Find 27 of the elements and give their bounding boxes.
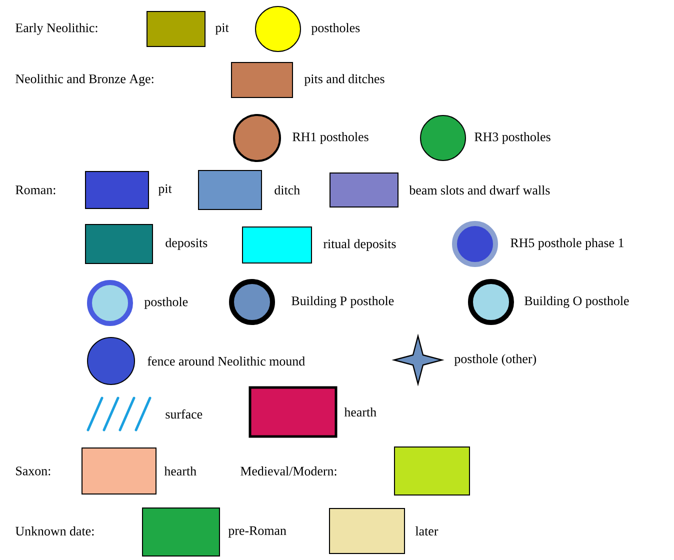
legend-text: Building O posthole [524,296,629,308]
legend-text: RH3 postholes [474,132,550,144]
legend-text: ditch [274,185,300,195]
legend-text: pit [158,184,172,196]
group-heading: Unknown date: [15,526,94,536]
legend-text: posthole (other) [454,354,536,366]
legend-text: later [415,526,438,536]
legend-text: pre-Roman [228,526,286,538]
legend-text: hearth [344,407,376,417]
legend-text: Building P posthole [292,296,394,308]
legend-text: pits and ditches [304,74,384,86]
legend-text: deposits [166,238,208,250]
group-heading: Neolithic and Bronze Age: [16,74,154,86]
legend-text: surface [166,409,202,419]
group-heading: Roman: [16,186,56,194]
legend-text: hearth [164,466,196,476]
legend-text: fence around Neolithic mound [148,356,305,366]
group-heading: Saxon: [16,466,50,476]
legend-text: posthole [144,297,188,309]
legend-text: ritual deposits [323,239,396,251]
legend-text: Medieval/Modern: [240,466,336,476]
legend-text: postholes [311,23,360,35]
legend-text: beam slots and dwarf walls [409,185,550,195]
legend-text: pit [215,23,229,35]
legend-text: RH1 postholes [292,132,368,144]
legend-text: RH5 posthole phase 1 [510,238,624,250]
group-heading: Early Neolithic: [16,23,98,35]
